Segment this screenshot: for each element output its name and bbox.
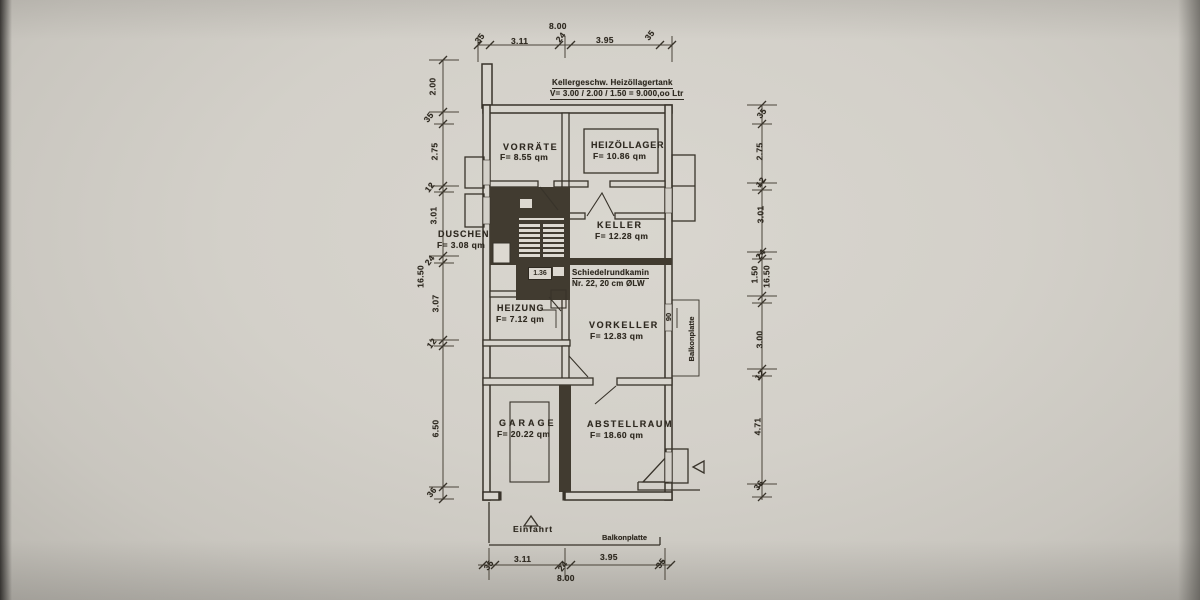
balkonplatte-bottom-label: Balkonplatte [602,533,648,542]
dim-left-5: 3.07 [430,294,441,313]
einfahrt-triangle-icon [522,514,540,527]
outer-walls [481,63,673,501]
dim-bottom-overall: 8.00 [557,573,575,583]
room-label-heizoellager: HEIZÖLLAGER [591,140,665,150]
dim-left-above: 2.00 [427,77,438,96]
dimension-lines [429,36,777,580]
room-area-heizoellager: F= 10.86 qm [593,151,647,161]
dim-left-7: 6.50 [430,419,441,438]
light-well-left-2 [464,193,485,228]
dim-bottom-3: 3.95 [600,552,618,562]
vent-shaft [481,63,493,109]
oil-tank-outline [583,128,659,174]
dim-bottom-1: 3.11 [514,554,532,564]
garage-partition-wall [559,385,571,492]
room-area-garage: F= 20.22 qm [497,429,551,439]
balcony-depth-dim: 90 [664,312,674,322]
plan-title-line2: V= 3.00 / 2.00 / 1.50 = 9.000,oo Ltr [550,89,684,100]
room-label-keller: KELLER [597,220,643,230]
dim-right-7: 4.71 [752,417,763,436]
room-area-vorraete: F= 8.55 qm [500,152,549,162]
shower-tray [492,242,511,264]
room-label-garage: GARAGE [499,418,557,428]
room-label-heizung: HEIZUNG [497,303,545,313]
room-label-abstellraum: ABSTELLRAUM [587,419,674,429]
room-area-keller: F= 12.28 qm [595,231,649,241]
room-area-abstellraum: F= 18.60 qm [590,430,644,440]
boiler [550,289,567,309]
room-label-vorraete: VORRÄTE [503,142,559,152]
dim-left-1: 2.75 [429,142,440,161]
dim-top-1: 3.11 [511,36,529,46]
dim-right-5: 3.00 [754,330,765,349]
chimney-note-line1: Schiedelrundkamin [572,268,650,279]
dim-left-overall: 16.50 [415,265,426,288]
balcony-plate-outline [671,299,700,377]
plan-title-line1: Kellergeschw. Heizöllagertank [552,78,673,89]
room-area-duschen: F= 3.08 qm [437,240,486,250]
window-openings [482,159,673,483]
stair-width-label: 1.36 [528,267,552,280]
room-label-vorkeller: VORKELLER [589,320,659,330]
entrance-arrow-icon [691,459,705,475]
room-label-duschen: DUSCHEN [438,229,490,239]
chimney-note-line2: Nr. 22, 20 cm ØLW [572,279,645,288]
dim-right-overall: 16.50 [761,265,772,288]
heizung-leader [541,309,557,328]
light-well-left-1 [464,156,485,189]
dim-right-1: 2.75 [754,142,765,161]
room-area-heizung: F= 7.12 qm [496,314,545,324]
chimney-wall-band [567,258,672,265]
light-well-right [671,154,696,222]
balkonplatte-right-label: Balkonplatte [687,316,697,362]
room-area-vorkeller: F= 12.83 qm [590,331,644,341]
dim-right-extra: 1.50 [749,265,760,284]
dim-top-3: 3.95 [596,35,614,45]
dim-right-3: 3.01 [755,205,766,224]
dim-left-3: 3.01 [428,206,439,225]
staircase [492,199,564,276]
dim-top-overall: 8.00 [549,21,567,31]
dimension-slash-ticks [438,40,767,570]
car-space-outline [509,401,550,483]
einfahrt-label: Einfahrt [513,524,554,534]
